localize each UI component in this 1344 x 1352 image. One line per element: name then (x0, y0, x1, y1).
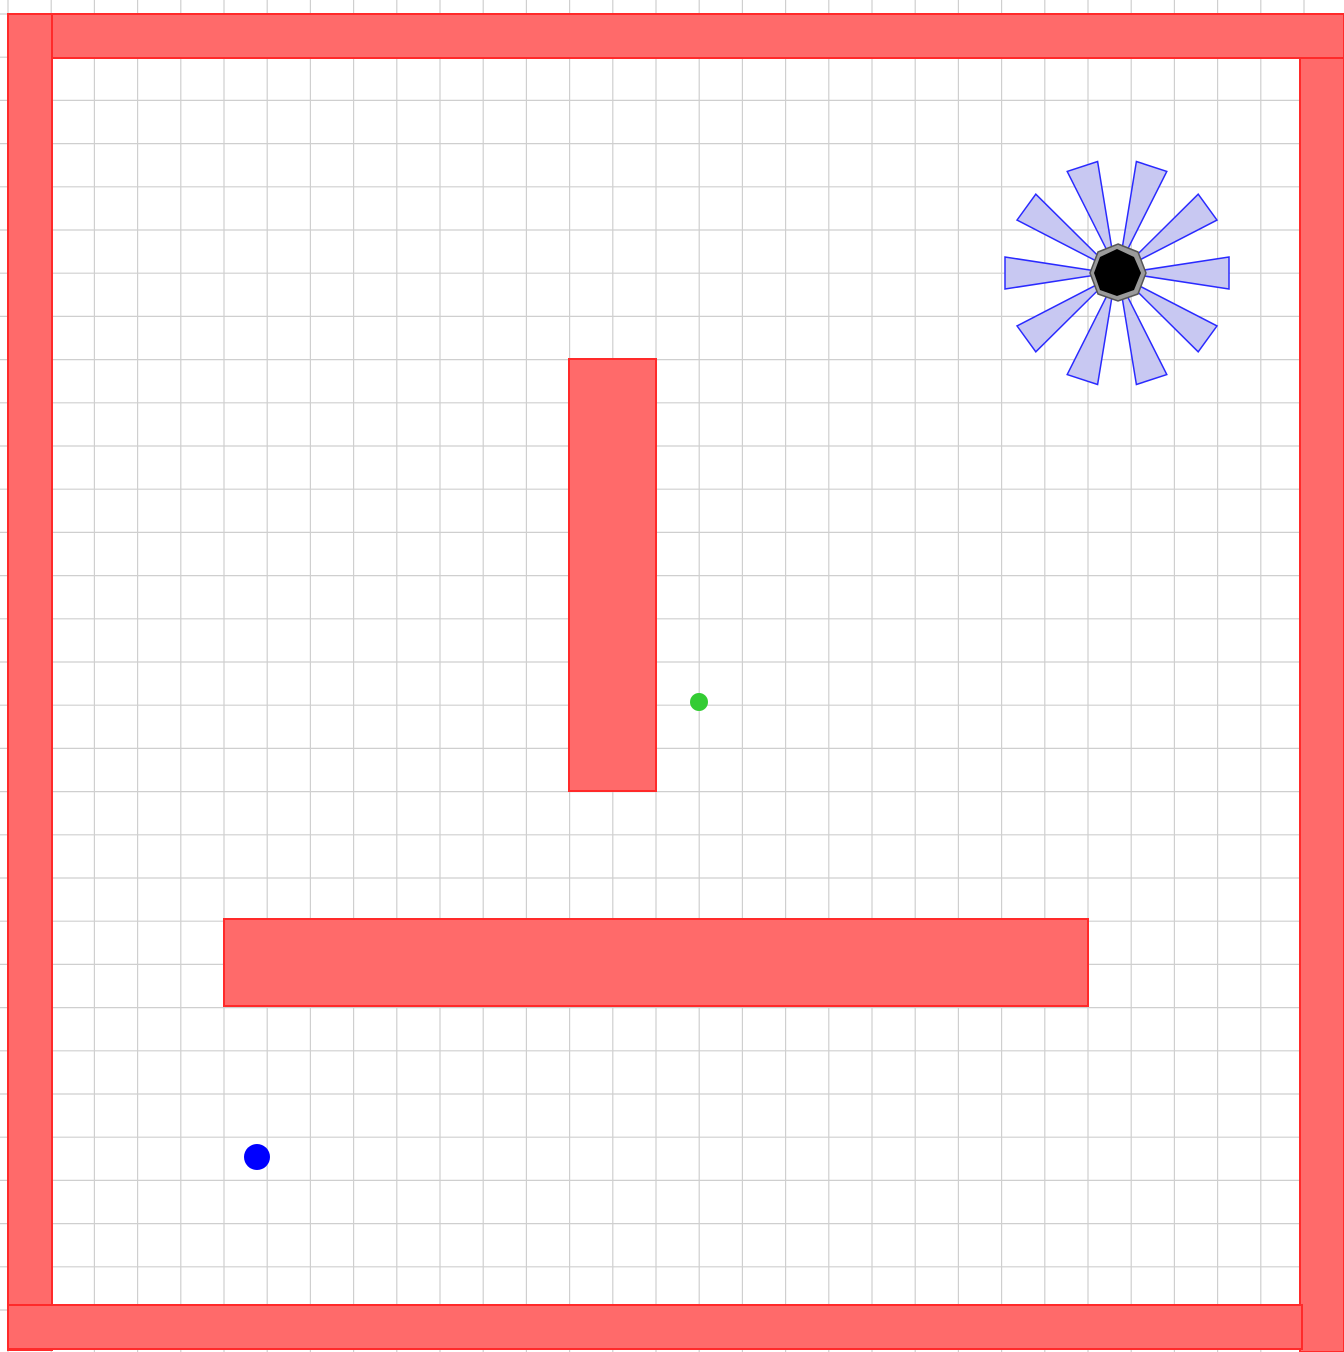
obstacle-vertical (569, 359, 656, 791)
wall-left (8, 14, 52, 1350)
sensor-beam (1005, 257, 1093, 289)
waypoint-dot-icon (690, 693, 708, 711)
sensor-beam (1141, 257, 1229, 289)
obstacle-horizontal (224, 919, 1088, 1006)
goal-dot-icon (244, 1144, 270, 1170)
wall-top (8, 14, 1344, 58)
wall-bottom (8, 1305, 1302, 1349)
robot-icon[interactable] (1005, 162, 1229, 385)
wall-right (1300, 58, 1344, 1352)
